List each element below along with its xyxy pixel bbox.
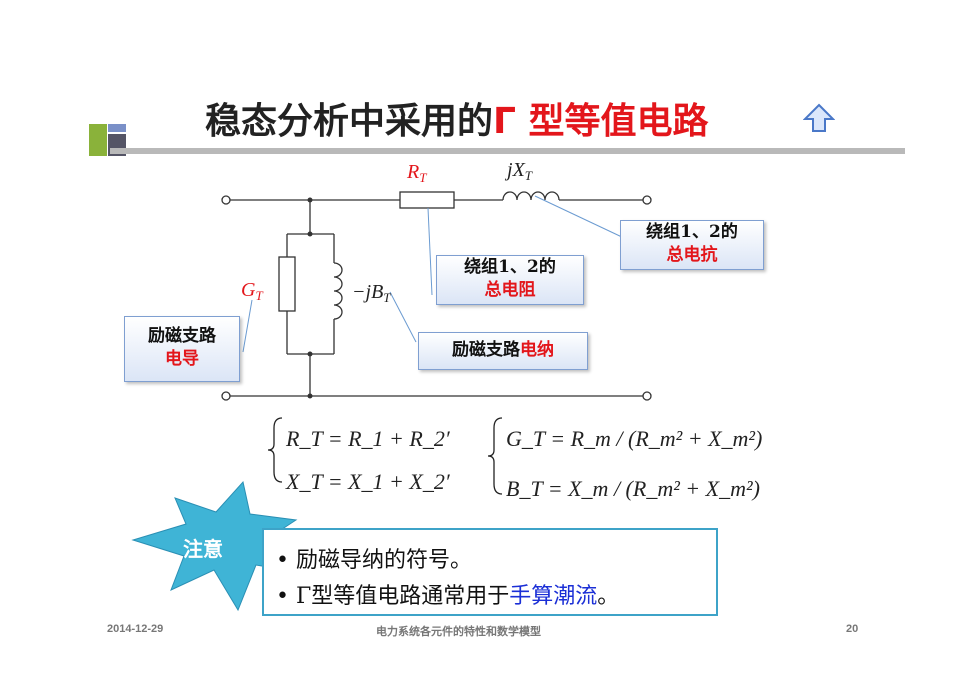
decor-square-blue bbox=[108, 124, 126, 132]
label-rt: RT bbox=[406, 161, 427, 185]
callout-excitation-susceptance: 励磁支路电纳 bbox=[418, 332, 588, 370]
note-bullet-2-prefix: Γ型等值电路通常用于 bbox=[295, 584, 510, 609]
callout-conductance-line2: 电导 bbox=[165, 349, 199, 369]
page-title: 稳态分析中采用的Γ 型等值电路 bbox=[205, 92, 709, 144]
formula-rt: R_T = R_1 + R_2′ bbox=[285, 426, 451, 451]
callout-resistance-line1: 绕组1、2的 bbox=[464, 257, 556, 277]
label-gt: GT bbox=[241, 279, 263, 303]
callout-excitation-conductance: 励磁支路 电导 bbox=[124, 316, 240, 382]
attention-star: 注意 bbox=[131, 480, 305, 612]
header-divider bbox=[110, 148, 905, 154]
callout-resistance-line2: 总电阻 bbox=[484, 280, 536, 300]
callout-conductance-line1: 励磁支路 bbox=[148, 326, 216, 346]
callout-winding-reactance: 绕组1、2的 总电抗 bbox=[620, 220, 764, 270]
bullet-dot: • bbox=[276, 584, 296, 609]
formula-bt: B_T = X_m / (R_m² + X_m²) bbox=[506, 476, 760, 501]
callout-reactance-line1: 绕组1、2的 bbox=[646, 222, 738, 242]
title-highlight: Γ 型等值电路 bbox=[493, 101, 709, 142]
note-bullet-2: • Γ型等值电路通常用于手算潮流。 bbox=[276, 578, 619, 610]
callout-reactance-line2: 总电抗 bbox=[666, 245, 718, 265]
note-box bbox=[262, 528, 718, 616]
footer-date: 2014-12-29 bbox=[107, 623, 164, 635]
callout-susceptance-highlight: 电纳 bbox=[520, 340, 554, 360]
footer-page-number: 20 bbox=[846, 623, 859, 635]
note-bullet-1: • 励磁导纳的符号。 bbox=[276, 542, 472, 574]
note-bullet-2-suffix: 。 bbox=[597, 584, 620, 609]
star-label: 注意 bbox=[183, 537, 223, 561]
label-jxt: jXT bbox=[504, 159, 533, 183]
note-bullet-1-text: 励磁导纳的符号。 bbox=[295, 548, 472, 573]
bullet-dot: • bbox=[276, 548, 296, 573]
up-arrow-icon[interactable] bbox=[803, 102, 835, 134]
callout-winding-resistance: 绕组1、2的 总电阻 bbox=[436, 255, 584, 305]
label-bt: −jBT bbox=[352, 281, 391, 305]
decor-square-green bbox=[89, 124, 107, 156]
footer-course: 电力系统各元件的特性和数学模型 bbox=[376, 626, 541, 638]
note-bullet-2-highlight: 手算潮流 bbox=[509, 584, 598, 609]
title-prefix: 稳态分析中采用的 bbox=[205, 101, 494, 142]
formula-gt: G_T = R_m / (R_m² + X_m²) bbox=[506, 426, 762, 451]
formula-xt: X_T = X_1 + X_2′ bbox=[285, 469, 451, 494]
callout-susceptance-prefix: 励磁支路 bbox=[452, 340, 520, 360]
